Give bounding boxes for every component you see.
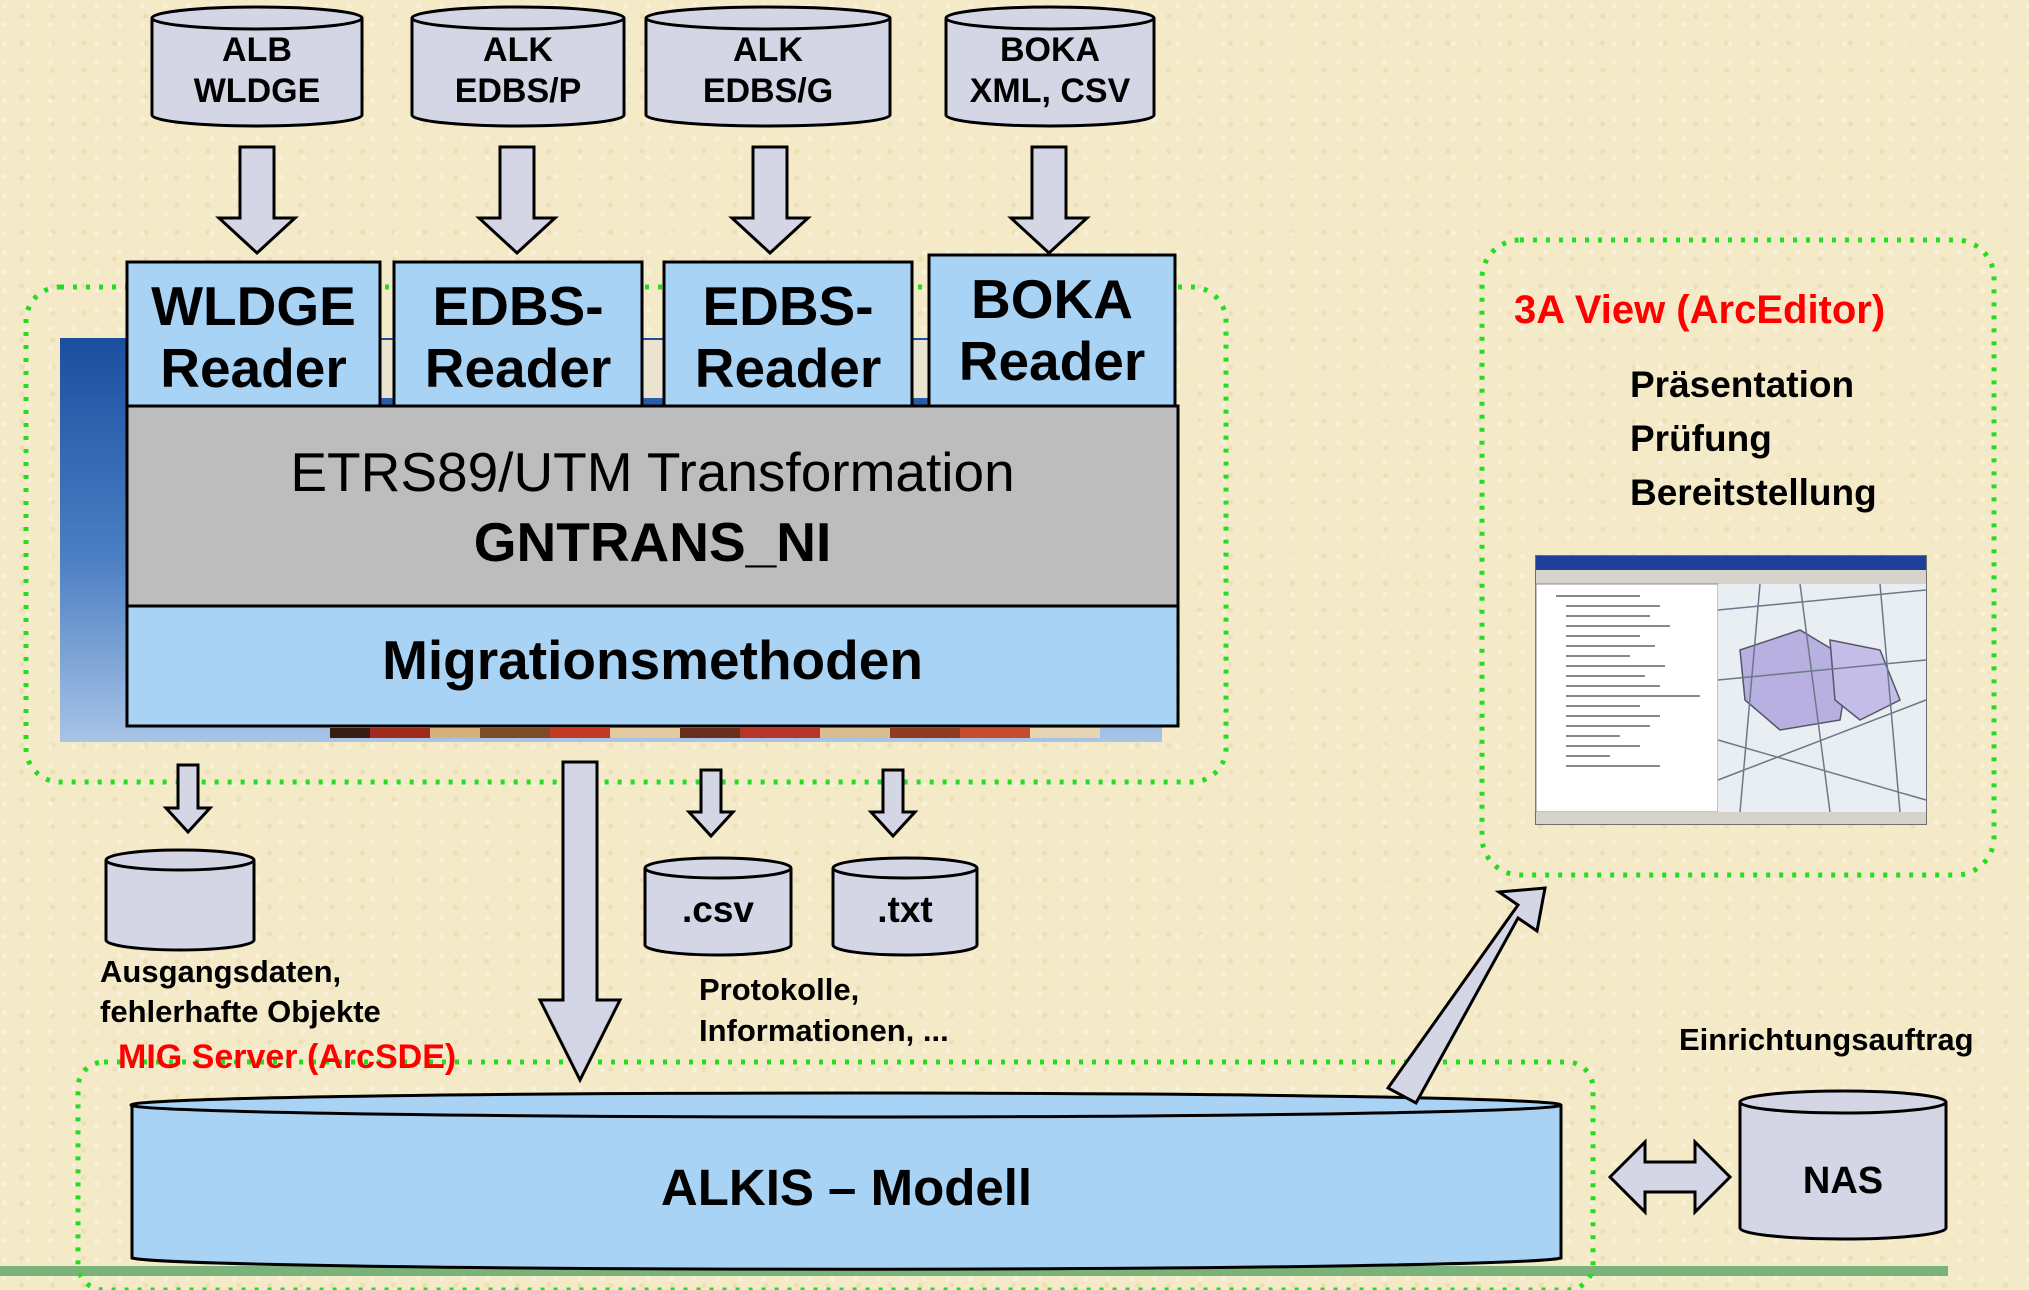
reader-edbs-g-label: EDBS-Reader <box>694 275 882 399</box>
reader-box-wldge <box>125 260 382 412</box>
nas-caption: Einrichtungsauftrag <box>1679 1022 1974 1057</box>
txt-db <box>831 856 979 957</box>
arrow-down-icon <box>728 145 812 256</box>
source-db-alb <box>150 5 364 128</box>
double-arrow-icon <box>1607 1138 1733 1216</box>
arrow-down-icon <box>215 145 299 256</box>
arrow-down-icon <box>162 763 214 835</box>
arrow-down-large-icon <box>537 760 623 1084</box>
footer-line <box>0 1266 1948 1276</box>
server-label: MIG Server (ArcSDE) <box>118 1038 457 1076</box>
csv-label: .csv <box>681 889 754 930</box>
reader-edbs-p-label: EDBS-Reader <box>424 275 612 399</box>
transformation-subtitle: GNTRANS_NI <box>473 511 832 573</box>
source-data-db <box>104 848 256 952</box>
migration-box <box>125 604 1180 728</box>
source-db-boka <box>944 5 1156 128</box>
csv-db <box>643 856 793 957</box>
reader-box-boka <box>927 253 1177 412</box>
arrow-up-right-icon <box>1385 886 1547 1106</box>
color-strip <box>330 728 1100 738</box>
source-arrows <box>215 145 1091 256</box>
view-item: Prüfung <box>1630 418 1772 459</box>
output-arrows <box>162 763 919 839</box>
transformation-box <box>125 404 1180 608</box>
source-data-caption: Ausgangsdaten,fehlerhafte Objekte <box>100 954 381 1029</box>
view-item: Präsentation <box>1630 364 1855 405</box>
nas-db <box>1738 1089 1948 1241</box>
view-item: Bereitstellung <box>1630 472 1877 513</box>
source-db-alk-p <box>410 5 626 128</box>
transformation-title: ETRS89/UTM Transformation <box>290 441 1015 503</box>
alkis-model-label: ALKIS – Modell <box>660 1159 1033 1216</box>
reader-box-edbs-p <box>392 260 644 412</box>
logs-caption: Protokolle,Informationen, ... <box>699 972 949 1048</box>
arcmap-screenshot <box>1535 555 1927 825</box>
server-frame <box>75 1059 1596 1290</box>
source-db-alk-g <box>644 5 892 128</box>
nas-label: NAS <box>1802 1160 1884 1202</box>
view-title: 3A View (ArcEditor) <box>1514 288 1886 332</box>
txt-label: .txt <box>877 889 933 930</box>
arrow-down-icon <box>867 768 919 839</box>
arrow-down-icon <box>685 768 737 839</box>
migration-label: Migrationsmethoden <box>382 629 923 691</box>
alkis-model-db <box>129 1091 1563 1271</box>
view-items: Präsentation Prüfung Bereitstellung <box>1630 358 1877 520</box>
arrow-down-icon <box>475 145 559 256</box>
arrow-down-icon <box>1007 145 1091 256</box>
